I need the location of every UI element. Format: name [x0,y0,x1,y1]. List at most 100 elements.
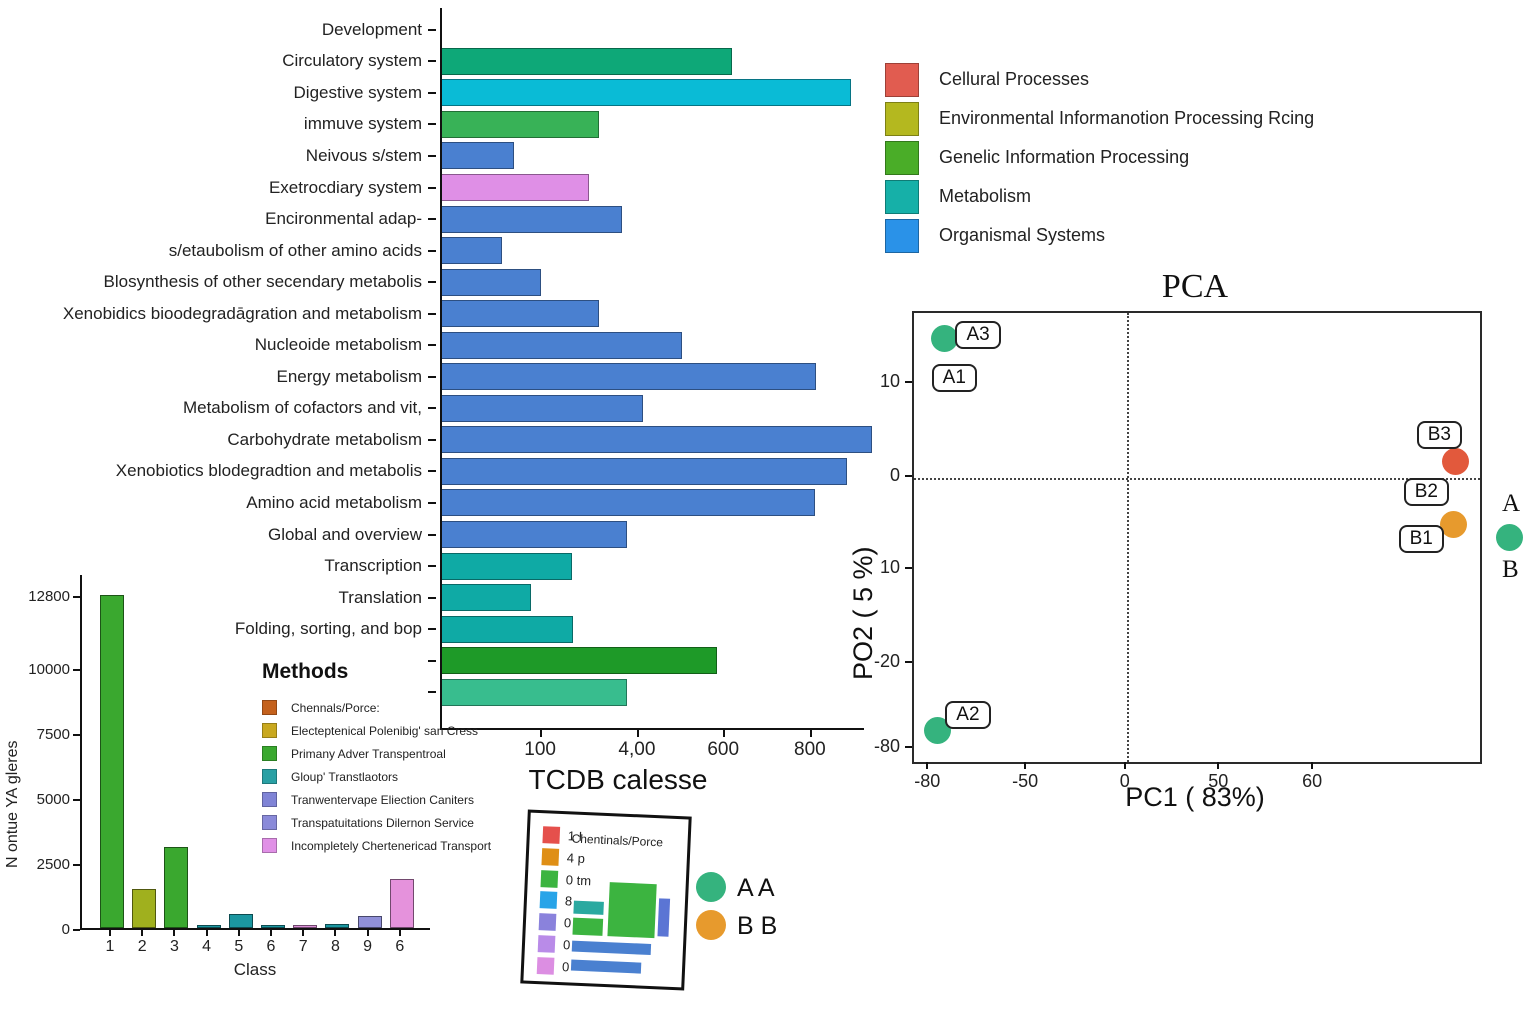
tcdb-bar [440,394,643,422]
tcdb-bar-area [440,110,880,138]
tcdb-row-label: Carbohydrate metabolism [227,429,422,449]
tcdb-bar [440,521,627,549]
methods-legend-swatch [262,792,277,807]
class-y-tick-label: 0 [61,921,70,938]
class-x-tick [302,930,305,936]
class-y-tick [73,863,80,866]
tcdb-row: s/etaubolism of other amino acids [0,235,880,267]
tcdb-x-axis-label: TCDB calesse [528,764,708,795]
tcdb-row-label: Blosynthesis of other secendary metaboli… [103,272,422,292]
kegg-legend-item: Organismal Systems [885,216,1314,255]
pca-side-legend-dot [1496,524,1523,551]
class-y-tick [73,596,80,598]
tcdb-row-label: Digestive system [293,82,422,102]
inset-mini-bar [570,959,642,974]
class-bar-2 [132,888,157,928]
inset-swatch [537,935,556,953]
tcdb-row-label: Translation [338,587,422,607]
tcdb-y-axis-line [440,8,442,730]
pca-side-legend-a: A [1502,490,1521,517]
tcdb-row-label: Xenobidics bioodegradāgration and metabo… [62,303,422,323]
tcdb-bar [440,584,532,612]
class-y-tick-label: 7500 [36,725,70,743]
tcdb-row-label: Nucleoide metabolism [254,335,422,355]
pca-title: PCA [1161,268,1229,305]
tcdb-row-tick [428,533,436,536]
tcdb-row-tick [428,28,436,31]
tcdb-row-tick [428,501,436,504]
tcdb-row-label: Global and overview [267,524,422,544]
tcdb-row-label: Development [321,19,422,39]
class-x-tick-label: 7 [298,938,308,955]
tcdb-bar-area [440,394,880,422]
inset-mini-bar [571,940,652,955]
tcdb-bar-area [440,552,880,580]
tcdb-row: Circulatory system [0,46,880,78]
pca-x-axis-label: PC1 ( 83%) [1125,782,1265,812]
tcdb-row: Nucleoide metabolism [0,329,880,361]
tcdb-bar [440,174,590,201]
tcdb-row-tick [428,91,436,94]
tcdb-row-tick [428,628,436,631]
tcdb-bar-area [440,79,880,107]
kegg-legend-label: Metabolism [939,186,1032,206]
class-bar-9 [357,916,382,928]
class-x-tick-label: 2 [137,938,147,955]
kegg-legend-item: Cellural Processes [885,60,1314,99]
tcdb-bar-area [440,16,880,43]
pca-y-tick [905,745,912,748]
inset-row-label: 0 tm [565,871,592,888]
methods-legend-item: Chennals/Porce: [262,696,502,719]
pca-point-label-a3: A3 [955,320,1001,349]
class-y-tick-label: 2500 [36,855,70,873]
tcdb-row-tick [428,470,436,473]
pca-x-tick-label: -80 [914,771,941,791]
methods-legend-title: Methods [262,660,349,683]
tcdb-row [0,645,880,677]
pca-point-label-b3: B3 [1416,421,1462,450]
tcdb-bar-area [440,237,880,265]
class-bar-5 [228,913,253,928]
class-x-tick [141,930,144,936]
inset-swatch [542,826,561,844]
tcdb-row-label: Exetrocdiary system [268,177,422,197]
kegg-legend-label: Genelic Information Processing [939,147,1190,167]
inset-mini-bar [572,917,604,936]
pca-x-tick-label: 0 [1119,771,1130,791]
methods-legend-label: Transpatuitations Dilernon Service [291,815,474,830]
tcdb-row-tick [428,596,436,599]
pca-y-tick-label: 0 [889,464,900,485]
tcdb-row-tick [428,375,436,378]
class-y-tick-label: 10000 [28,660,70,678]
class-y-tick [73,733,80,736]
tcdb-row: Folding, sorting, and bop [0,613,880,645]
inset-row-label: 8 [564,893,573,909]
tcdb-row-tick [428,249,436,252]
tcdb-row: Amino acid metabolism [0,487,880,519]
class-y-axis-label: N ontue YA gleres [4,740,21,869]
tcdb-x-tick [809,730,812,737]
methods-legend-item: Gloup' Transtlaotors [262,765,502,788]
class-x-tick-label: 3 [169,938,179,955]
kegg-legend-swatch [885,179,919,214]
class-y-tick [73,668,80,671]
methods-legend-label: Primany Adver Transpentroal [291,746,446,761]
inset-swatch [541,847,560,866]
tcdb-bar [440,331,682,359]
inset-mini-bar [573,900,604,915]
tcdb-bar-area [440,331,880,359]
kegg-legend-item: Environmental Informanotion Processing R… [885,99,1314,138]
methods-legend-item: Electeptenical Polenibig' san Cress [262,719,502,742]
tcdb-x-tick [540,730,543,737]
class-x-tick [398,930,401,936]
tcdb-bar [440,110,599,138]
class-x-tick [366,930,369,936]
inset-row-label: 0 [562,937,571,953]
inset-mini-bar [607,882,657,939]
inset-swatch [539,891,558,910]
tcdb-x-tick-label: 100 [524,739,556,760]
tcdb-bar [440,457,847,485]
